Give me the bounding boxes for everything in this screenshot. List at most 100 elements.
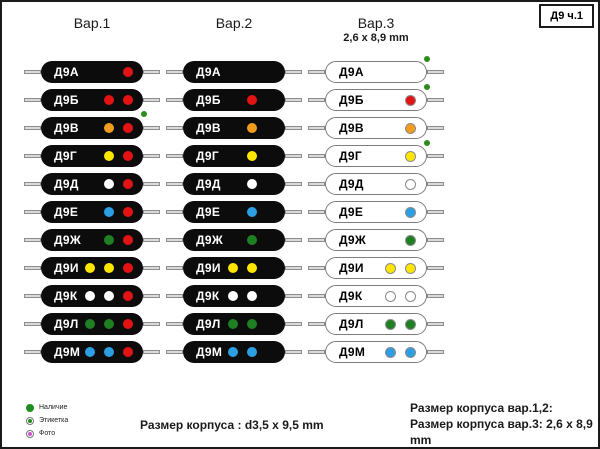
blue-dot-icon (247, 347, 257, 357)
diode-lead-left (24, 182, 41, 186)
legend-label: Фото (39, 430, 56, 437)
diode-var1-row: Д9Д (24, 173, 160, 195)
marking-dots (228, 319, 257, 329)
diode-lead-right (285, 154, 302, 158)
diode-var3-row: Д9М (308, 341, 444, 363)
diode-lead-left (24, 98, 41, 102)
diode-var3-row: Д9Д (308, 173, 444, 195)
diode-var2-row: Д9А (166, 61, 302, 83)
presence-dot-icon (26, 403, 34, 412)
green-dot-icon (104, 235, 114, 245)
red-dot-icon (123, 67, 133, 77)
diode-var1-row: Д9Г (24, 145, 160, 167)
marking-dots (247, 235, 257, 245)
green-dot-icon (228, 319, 238, 329)
blue-dot-icon (247, 207, 257, 217)
diode-label: Д9Ж (54, 233, 81, 247)
diode-lead-right (285, 266, 302, 270)
diode-label: Д9Е (339, 205, 364, 219)
white-dot-icon (104, 179, 114, 189)
diode-label: Д9Д (339, 177, 364, 191)
diode-label: Д9И (196, 261, 221, 275)
diode-body: Д9Е (41, 201, 143, 223)
marking-dots (405, 234, 416, 246)
diode-lead-left (166, 182, 183, 186)
marking-dots (385, 318, 416, 330)
diode-lead-right (285, 322, 302, 326)
diode-lead-right (143, 294, 160, 298)
blue-dot-icon (385, 346, 396, 358)
yellow-dot-icon (405, 150, 416, 162)
diode-label: Д9Е (196, 205, 221, 219)
diode-lead-left (308, 350, 325, 354)
red-dot-icon (247, 95, 257, 105)
diode-body: Д9А (41, 61, 143, 83)
diode-body: Д9А (183, 61, 285, 83)
marking-dots (405, 150, 416, 162)
diode-label: Д9В (54, 121, 79, 135)
diode-lead-left (308, 238, 325, 242)
diode-var2-row: Д9Г (166, 145, 302, 167)
white-dot-icon (405, 178, 416, 190)
diode-lead-right (143, 322, 160, 326)
photo-dot-inner (28, 431, 32, 436)
diode-lead-left (24, 126, 41, 130)
diode-label: Д9И (339, 261, 364, 275)
diode-body: Д9Г (325, 140, 430, 167)
diode-lead-left (308, 210, 325, 214)
presence-mark-icon (424, 56, 430, 62)
diode-var1-row: Д9М (24, 341, 160, 363)
diode-body: Д9В (325, 117, 427, 139)
marking-dots (104, 179, 133, 189)
case-size-note: Размер корпуса : d3,5 x 9,5 mm (140, 418, 324, 432)
diode-label: Д9Л (339, 317, 364, 331)
diode-lead-left (308, 154, 325, 158)
red-dot-icon (123, 347, 133, 357)
diode-lead-left (308, 266, 325, 270)
diode-body: Д9И (41, 257, 143, 279)
marking-dots (405, 94, 416, 106)
diode-body: Д9Л (183, 313, 285, 335)
label-dot-inner (28, 418, 32, 423)
diode-lead-left (166, 210, 183, 214)
diode-body: Д9Ж (325, 229, 427, 251)
green-dot-icon (247, 319, 257, 329)
diode-label: Д9Л (54, 317, 79, 331)
diode-body: Д9М (183, 341, 285, 363)
diode-var2-row: Д9М (166, 341, 302, 363)
diode-lead-right (143, 210, 160, 214)
diode-label: Д9В (339, 121, 364, 135)
blue-dot-icon (228, 347, 238, 357)
marking-dots (228, 347, 257, 357)
diode-lead-left (308, 322, 325, 326)
diode-body: Д9Е (183, 201, 285, 223)
diode-body: Д9И (325, 257, 427, 279)
column-header-var3-label: Вар.3 (357, 15, 395, 31)
diode-lead-left (166, 126, 183, 130)
diode-lead-right (143, 266, 160, 270)
green-dot-icon (104, 319, 114, 329)
diode-label: Д9Б (339, 93, 364, 107)
white-dot-icon (385, 290, 396, 302)
diode-var2-row: Д9Д (166, 173, 302, 195)
marking-dots (405, 122, 416, 134)
marking-dots (104, 207, 133, 217)
marking-dots (85, 319, 133, 329)
diode-lead-right (427, 266, 444, 270)
marking-dots (104, 95, 133, 105)
marking-dots (85, 291, 133, 301)
diode-label: Д9К (54, 289, 78, 303)
diode-lead-right (285, 182, 302, 186)
diode-lead-right (427, 126, 444, 130)
legend-label: Этикетка (39, 417, 69, 424)
diode-label: Д9М (54, 345, 81, 359)
diode-lead-right (143, 126, 160, 130)
diode-lead-left (166, 266, 183, 270)
diode-lead-right (427, 98, 444, 102)
diode-body: Д9Л (325, 313, 427, 335)
diode-var2-row: Д9В (166, 117, 302, 139)
marking-dots (405, 178, 416, 190)
diode-lead-left (24, 294, 41, 298)
presence-mark-icon (141, 111, 147, 117)
diode-label: Д9Ж (339, 233, 366, 247)
